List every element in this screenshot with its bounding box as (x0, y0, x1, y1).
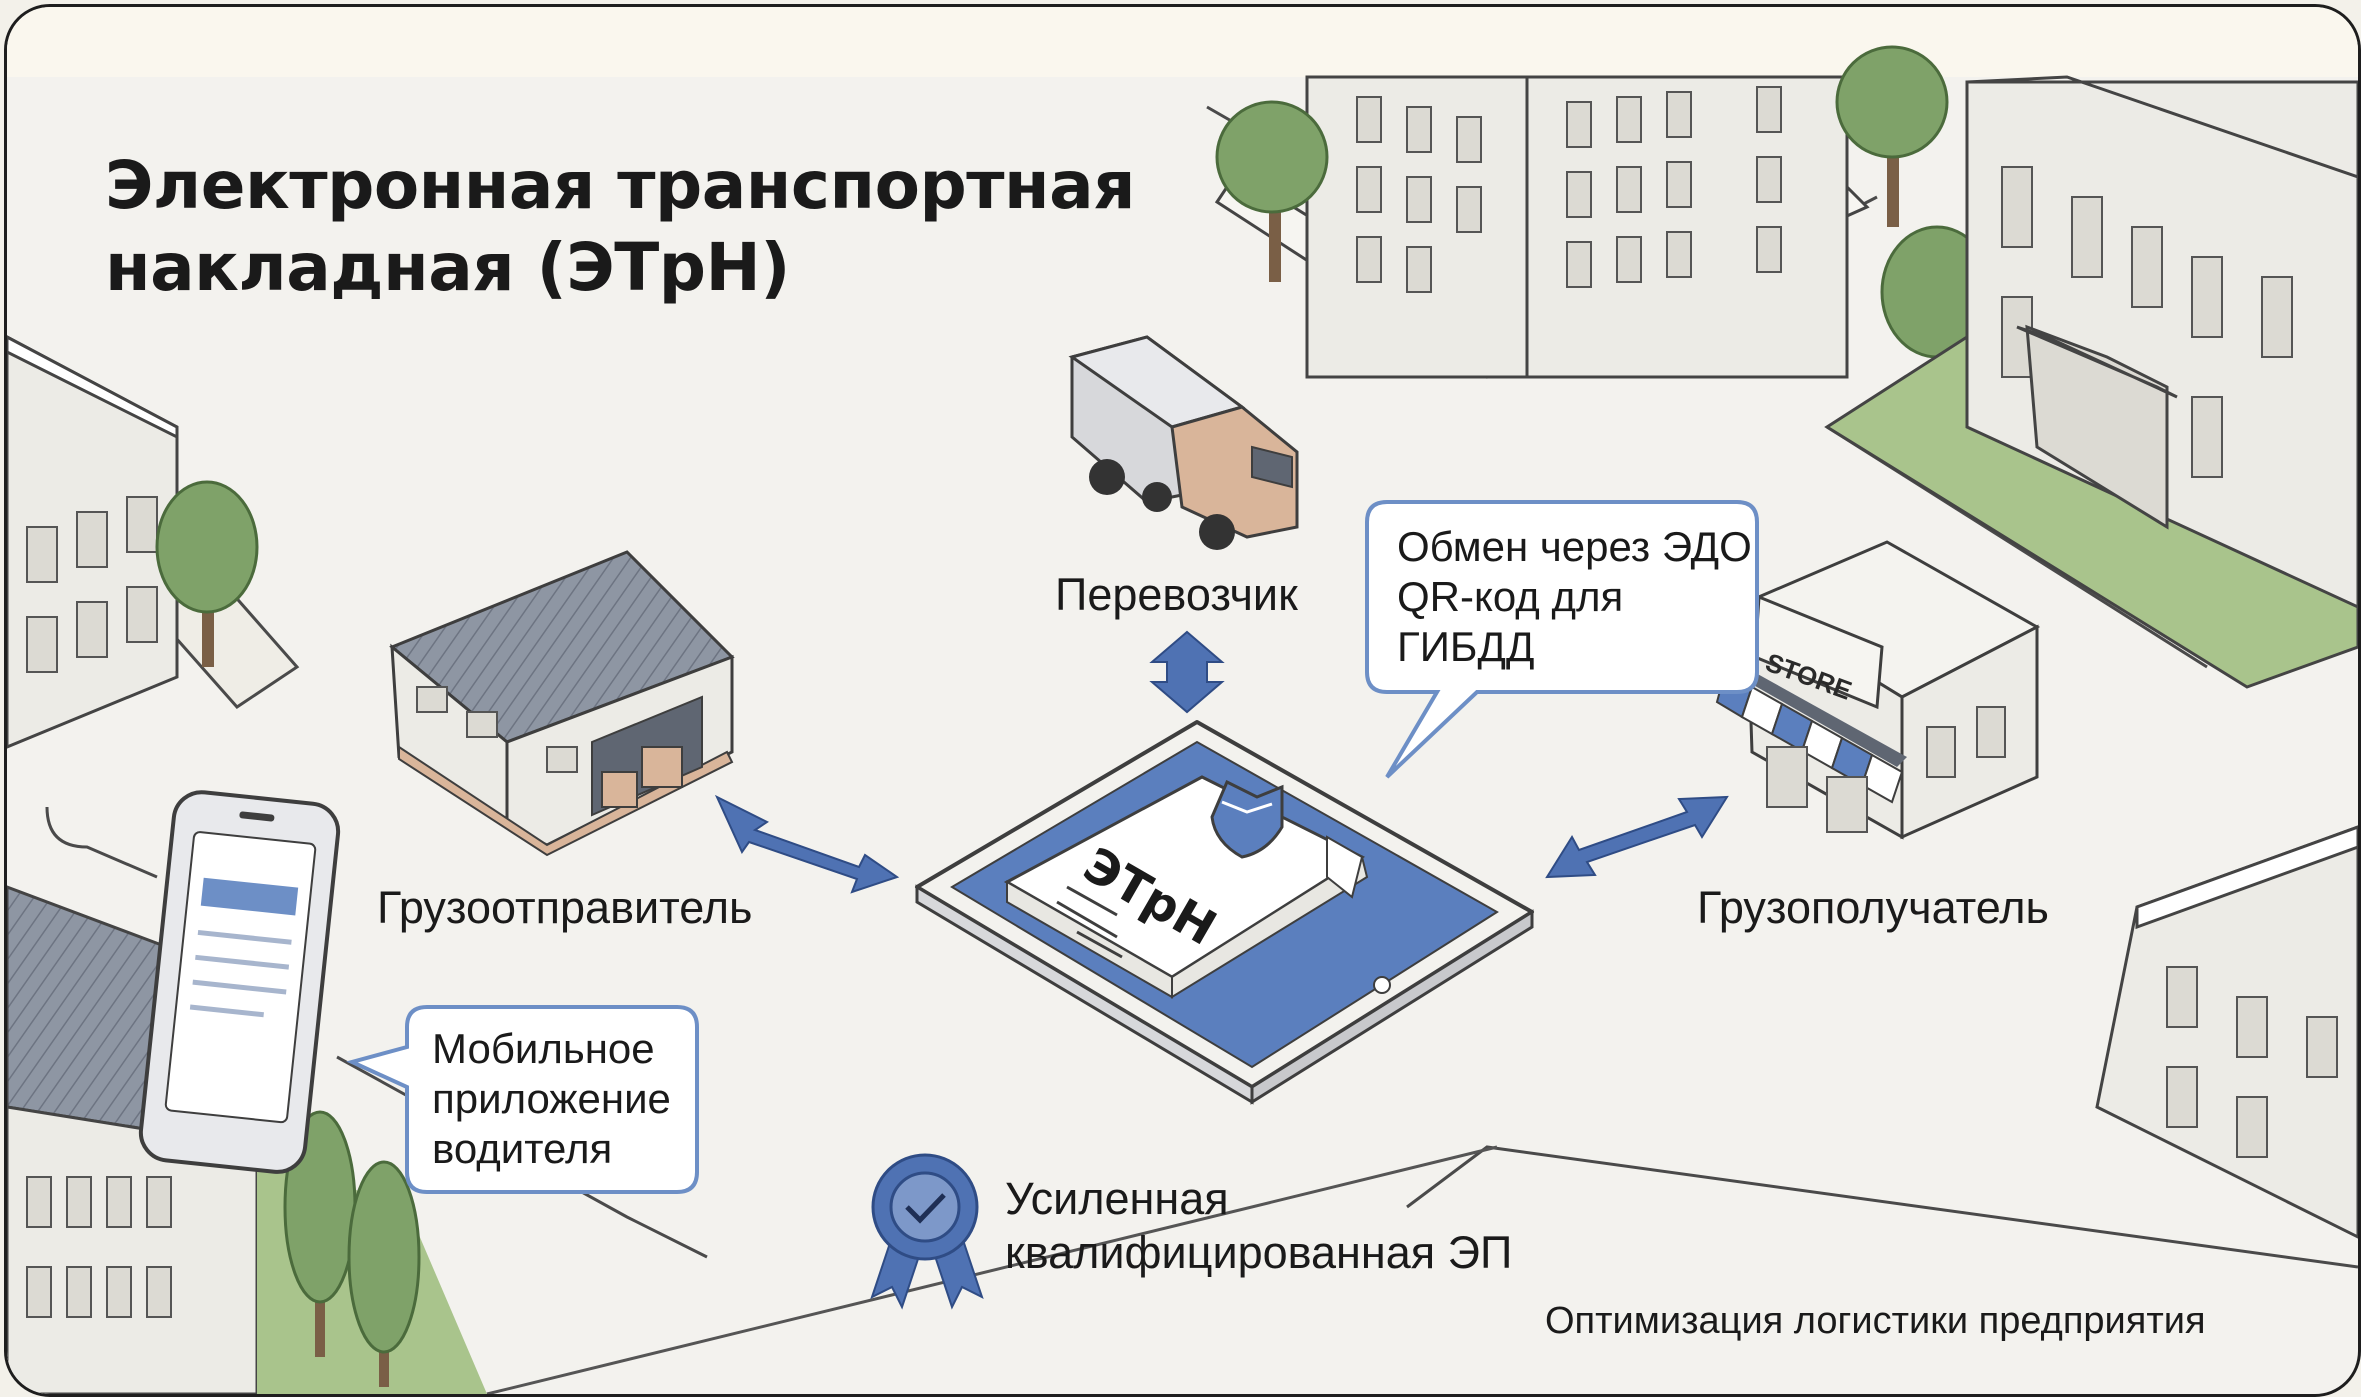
shipper-label: Грузоотправитель (377, 882, 753, 933)
signature-label: Усиленная квалифицированная ЭП (1005, 1172, 1512, 1280)
edo-bubble (1365, 500, 1759, 779)
building-top-right (1824, 75, 2358, 689)
signature-line-1: Усиленная (1005, 1173, 1229, 1224)
arrow-carrier-tablet (1149, 630, 1225, 714)
edo-line-3: ГИБДД (1397, 623, 1535, 670)
edo-line-2: QR-код для (1397, 573, 1624, 620)
building-left-bottom (7, 885, 487, 1394)
diagram-canvas: Электронная транспортная накладная (ЭТрН… (4, 4, 2361, 1397)
edo-line-1: Обмен через ЭДО (1397, 523, 1752, 570)
building-top-center (1214, 75, 1870, 379)
isometric-scene (7, 45, 2358, 1394)
title-line-1: Электронная транспортная (105, 147, 1135, 224)
store-icon (1715, 540, 2041, 840)
document-lines (1056, 885, 1123, 959)
mobile-line-1: Мобильное (432, 1025, 655, 1072)
shield-icon (1210, 779, 1284, 859)
mobile-line-2: приложение (432, 1075, 671, 1122)
mobile-bubble-text: Мобильное приложение водителя (432, 1024, 671, 1174)
page-title: Электронная транспортная накладная (ЭТрН… (105, 145, 1135, 309)
mobile-line-3: водителя (432, 1125, 613, 1172)
edo-bubble-text: Обмен через ЭДО QR-код для ГИБДД (1397, 522, 1752, 672)
top-band (7, 7, 2358, 77)
title-line-2: накладная (ЭТрН) (105, 229, 790, 306)
building-left-top (7, 335, 259, 749)
signature-badge-icon (870, 1153, 984, 1310)
consignee-label: Грузополучатель (1697, 882, 2050, 933)
signature-line-2: квалифицированная ЭП (1005, 1227, 1513, 1278)
smartphone-icon (138, 790, 341, 1174)
arrow-tablet-consignee (1545, 795, 1729, 879)
building-right-bottom (2095, 825, 2358, 1239)
footer-caption: Оптимизация логистики предприятия (1545, 1300, 2206, 1342)
warehouse-icon (389, 550, 735, 857)
arrow-shipper-tablet (714, 794, 900, 894)
mobile-bubble (346, 1005, 699, 1194)
truck-icon (1068, 335, 1299, 550)
carrier-label: Перевозчик (1055, 569, 1298, 620)
